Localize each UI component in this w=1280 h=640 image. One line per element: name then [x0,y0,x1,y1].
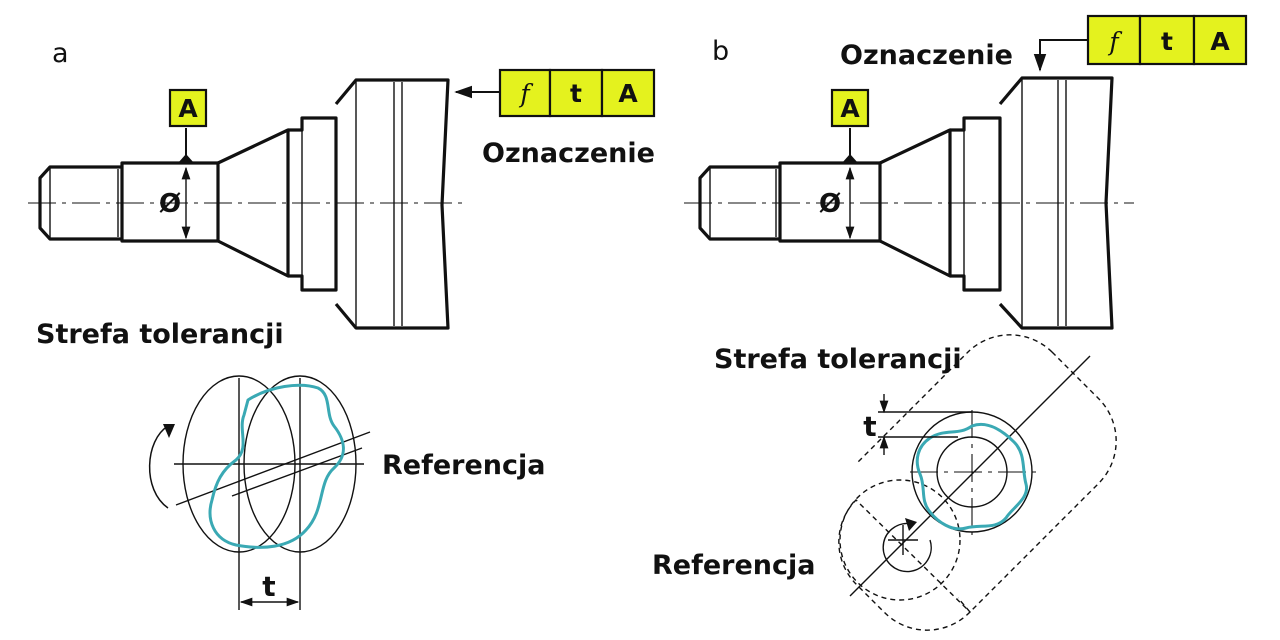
panel-a-rotation-arrowhead [163,424,175,438]
panel-b-dashed-envelope [838,334,1117,631]
panel-a-pin [38,165,122,241]
panel-a-frame-symbol: f [518,79,533,108]
panel-b-cone [879,128,952,278]
panel-a-diameter-symbol: Ø [159,189,181,219]
panel-b-frame-cell-1 [1086,14,1142,66]
panel-b-tolerance-zone: Strefa tolerancji t Referencja [652,334,1117,631]
panel-a-reference-line-2 [231,447,363,497]
panel-a-zone-label: Strefa tolerancji [36,319,284,350]
panel-b-rotation-arrowhead [905,518,917,531]
panel-a-step [288,116,338,292]
panel-a-datum-cylinder [120,161,220,243]
panel-b-datum-box [830,88,870,128]
panel-a-frame-datum: A [618,79,638,108]
panel-b-datum-label: A [840,94,860,123]
leader-arrow-icon [1033,39,1088,72]
panel-b-zone-label: Strefa tolerancji [714,344,962,375]
panel-b-pin [698,165,780,241]
panel-b-dashed-circle-ghost [839,479,961,601]
panel-a-marking-label: Oznaczenie [482,138,655,169]
panel-b: b Ø A f t [652,14,1248,631]
panel-b-datum-cylinder [778,161,882,243]
panel-b-reference-label: Referencja [652,550,816,581]
panel-a-measured-profile [208,383,345,549]
datum-triangle-icon [842,154,858,163]
panel-a-shaft: Ø A [28,78,468,330]
panel-b-frame-tolerance: t [1161,27,1173,56]
panel-b-reference-axis [849,355,1091,597]
panel-a-reference-line-1 [175,431,371,506]
panel-b-frame-datum: A [1210,27,1230,56]
panel-a-reference-label: Referencja [382,450,546,481]
panel-a-frame-cell-1 [498,68,552,118]
panel-a-tolerance-zone: Strefa tolerancji t Referencja [36,319,546,610]
panel-a: a Ø A [28,38,656,610]
panel-a-frame-cell-3 [600,68,656,118]
panel-b-width-label: t [863,410,876,443]
panel-a-width-label: t [262,570,275,603]
panel-a-datum-box [168,88,208,128]
panel-b-letter: b [712,36,729,67]
panel-b-frame-cell-3 [1192,14,1248,66]
panel-a-control-frame: f t A Oznaczenie [454,68,656,169]
datum-triangle-icon [178,154,194,163]
panel-a-disc [334,78,450,330]
panel-b-frame-symbol: f [1107,27,1122,56]
panel-a-frame-tolerance: t [570,79,582,108]
panel-b-step [950,116,1002,292]
panel-a-cone [217,128,290,278]
rotation-arrow-icon [148,425,169,509]
panel-b-control-frame: f t A Oznaczenie [840,14,1248,72]
panel-b-diameter-symbol: Ø [819,189,841,219]
panel-b-shaft: Ø A [684,76,1134,330]
panel-a-letter: a [52,38,69,69]
rotation-arrow-icon [882,522,932,573]
panel-a-datum-label: A [178,94,198,123]
panel-b-marking-label: Oznaczenie [840,40,1013,71]
panel-b-measured-profile [915,423,1029,531]
